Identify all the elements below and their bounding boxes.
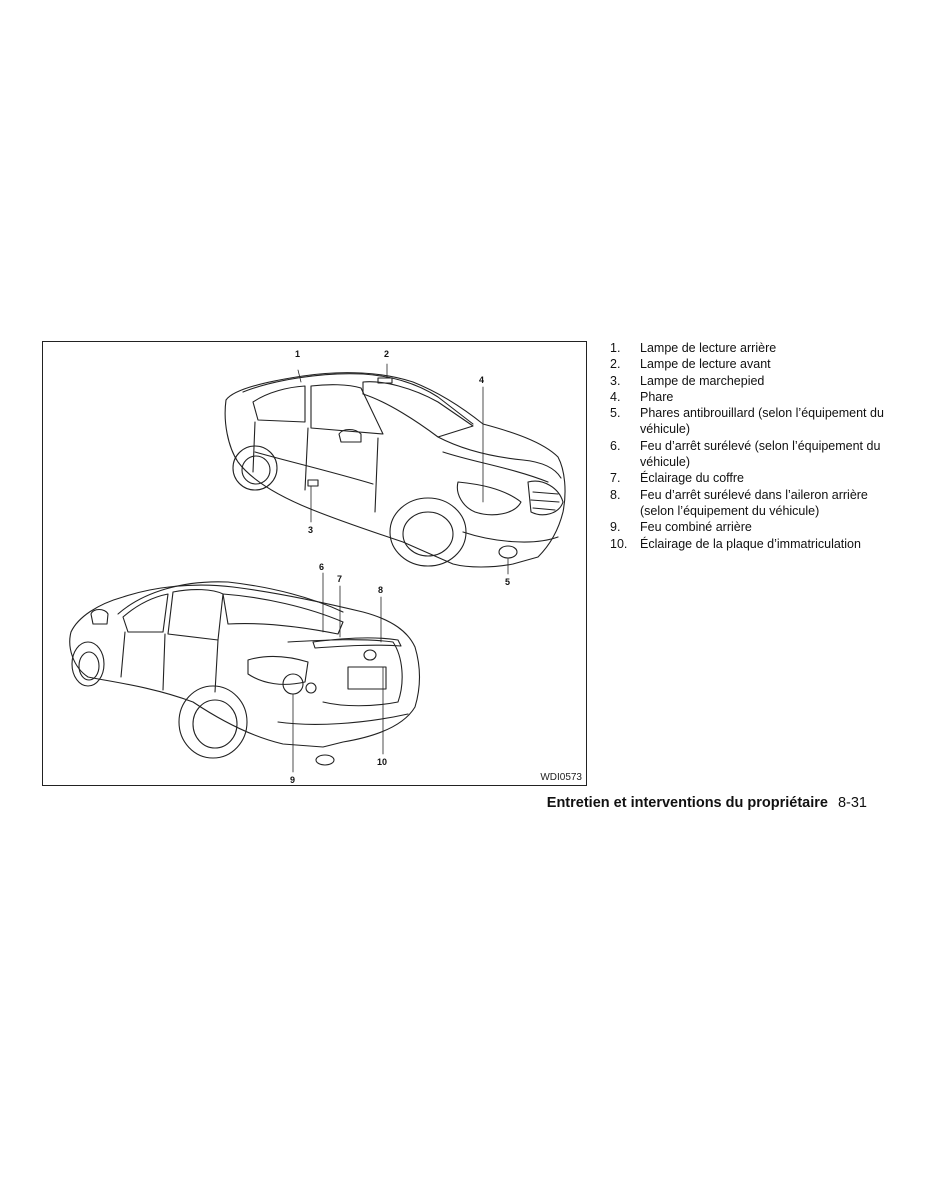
legend-item: 5. Phares antibrouillard (selon l’équipem… xyxy=(610,405,885,438)
legend-item-text: Phares antibrouillard (selon l’équipemen… xyxy=(640,406,884,437)
legend-item: 6. Feu d’arrêt surélevé (selon l’équipeme… xyxy=(610,438,885,471)
legend-item: 1. Lampe de lecture arrière xyxy=(610,340,885,356)
legend-item-text: Feu d’arrêt surélevé (selon l’équipement… xyxy=(640,438,881,470)
legend-item-number: 3. xyxy=(610,373,621,388)
legend-item-number: 2. xyxy=(610,357,621,372)
legend-item-text: Éclairage du coffre xyxy=(640,471,744,486)
figure-code: WDI0573 xyxy=(540,772,582,783)
legend-item-text: Feu d’arrêt surélevé dans l’aileron arri… xyxy=(640,487,868,518)
vehicle-lights-figure: 1 2 4 3 5 6 7 8 9 10 WDI0573 xyxy=(42,341,587,786)
legend-item-number: 7. xyxy=(610,471,621,486)
legend-item: 7. Éclairage du coffre xyxy=(610,470,885,486)
legend-item: 8. Feu d’arrêt surélevé dans l’aileron ar… xyxy=(610,487,885,520)
legend-list: 1. Lampe de lecture arrière 2. Lampe de lec… xyxy=(610,340,885,552)
legend-item-number: 10. xyxy=(610,536,628,551)
callout-4: 4 xyxy=(479,375,484,385)
front-car-drawing xyxy=(224,372,566,568)
legend-item-number: 6. xyxy=(610,438,621,453)
legend-item-number: 1. xyxy=(610,341,621,355)
car-illustration: 1 2 4 3 5 6 7 8 9 10 xyxy=(69,349,566,785)
callout-10: 10 xyxy=(377,757,387,767)
callout-3: 3 xyxy=(308,525,313,535)
legend-item-text: Feu combiné arrière xyxy=(640,520,752,535)
legend-item-number: 5. xyxy=(610,406,621,421)
legend-item-text: Lampe de lecture avant xyxy=(640,357,771,372)
legend-item-text: Lampe de marchepied xyxy=(640,373,765,388)
legend-item-text: Lampe de lecture arrière xyxy=(640,341,777,355)
legend-item: 3. Lampe de marchepied xyxy=(610,373,885,389)
callout-8: 8 xyxy=(378,585,383,595)
page-footer: Entretien et interventions du propriétai… xyxy=(547,795,867,811)
legend-item-text: Phare xyxy=(640,389,674,404)
section-title: Entretien et interventions du propriétai… xyxy=(546,795,828,811)
legend-item: 9. Feu combiné arrière xyxy=(610,519,885,535)
callout-6: 6 xyxy=(319,562,324,572)
rear-car-drawing xyxy=(69,581,421,766)
callout-5: 5 xyxy=(505,577,510,587)
callout-2: 2 xyxy=(384,349,389,359)
callout-1: 1 xyxy=(295,349,300,359)
legend-item: 4. Phare xyxy=(610,389,885,405)
page-number: 8-31 xyxy=(837,795,867,811)
legend-item: 2. Lampe de lecture avant xyxy=(610,356,885,372)
callout-7: 7 xyxy=(337,574,342,584)
legend-item-number: 8. xyxy=(610,487,621,502)
legend-item-text: Éclairage de la plaque d’immatriculation xyxy=(640,536,861,551)
legend-item-number: 4. xyxy=(610,389,621,404)
legend-item: 10. Éclairage de la plaque d’immatriculat… xyxy=(610,536,885,552)
callout-leaders xyxy=(292,363,509,773)
callout-9: 9 xyxy=(290,775,295,785)
legend-item-number: 9. xyxy=(610,520,621,535)
